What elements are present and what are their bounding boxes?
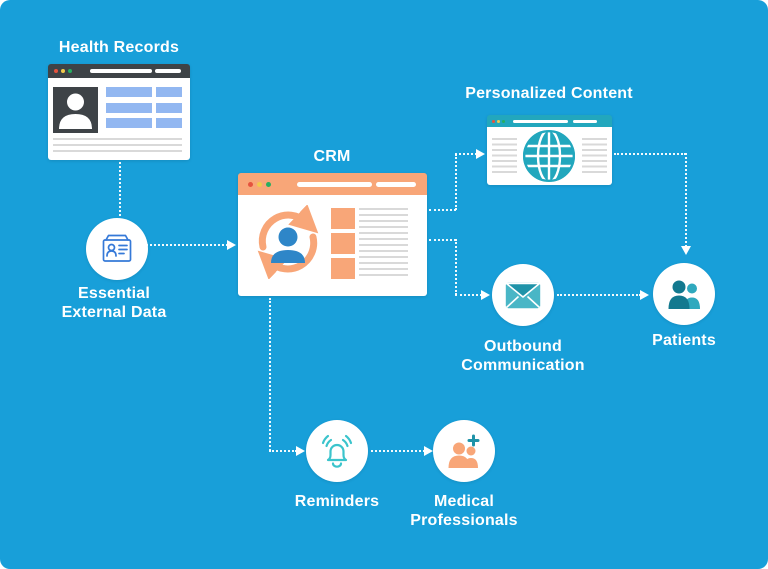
health-records-titlebar xyxy=(48,64,190,78)
personalized-content-window xyxy=(487,115,612,185)
globe-icon xyxy=(523,128,575,184)
crm-menu-block xyxy=(331,258,355,279)
record-field xyxy=(106,118,152,128)
outbound-communication-node xyxy=(492,264,554,326)
address-bar-segment xyxy=(155,69,181,73)
crm-titlebar xyxy=(238,173,427,195)
window-dot-yellow-icon xyxy=(497,119,500,123)
record-field xyxy=(156,118,182,128)
crm-menu-block xyxy=(331,208,355,229)
ringing-bell-icon xyxy=(321,434,353,468)
address-bar xyxy=(297,182,372,187)
essential-external-data-label: Essential External Data xyxy=(61,285,167,321)
window-dot-red-icon xyxy=(492,119,495,123)
patients-node xyxy=(653,263,715,325)
sync-user-icon xyxy=(257,205,319,279)
record-field xyxy=(106,87,152,97)
record-field xyxy=(156,103,182,113)
health-records-window xyxy=(48,64,190,160)
address-bar-segment xyxy=(573,119,597,123)
window-dot-green-icon xyxy=(68,69,72,73)
envelope-icon xyxy=(505,282,541,308)
essential-external-data-node xyxy=(86,218,148,280)
crm-label: CRM xyxy=(313,148,351,165)
reminders-node xyxy=(306,420,368,482)
reminders-label: Reminders xyxy=(294,493,380,510)
medical-professionals-label: Medical Professionals xyxy=(410,493,518,529)
record-field xyxy=(156,87,182,97)
address-bar-segment xyxy=(376,182,416,187)
patients-label: Patients xyxy=(652,332,716,349)
address-bar xyxy=(513,119,568,123)
record-text-lines xyxy=(53,138,182,155)
personalized-content-label: Personalized Content xyxy=(465,85,633,102)
medical-professionals-node xyxy=(433,420,495,482)
crm-menu-block xyxy=(331,233,355,254)
window-dot-yellow-icon xyxy=(61,69,65,73)
window-dot-red-icon xyxy=(248,182,253,187)
outbound-communication-label: Outbound Communication xyxy=(461,338,585,374)
personalized-content-body xyxy=(487,127,612,185)
health-records-body xyxy=(48,78,190,160)
crm-body xyxy=(238,195,427,296)
window-dot-green-icon xyxy=(266,182,271,187)
window-dot-red-icon xyxy=(54,69,58,73)
crm-window xyxy=(238,173,427,296)
patient-photo-icon xyxy=(53,87,98,133)
crm-text-lines xyxy=(359,208,408,280)
record-field xyxy=(106,103,152,113)
address-bar xyxy=(90,69,152,73)
two-people-icon xyxy=(668,280,700,309)
personalized-content-titlebar xyxy=(487,115,612,127)
health-records-label: Health Records xyxy=(58,39,180,56)
id-card-icon xyxy=(102,234,132,262)
page-text-lines xyxy=(582,138,607,176)
two-people-plus-icon xyxy=(448,434,480,468)
page-text-lines xyxy=(492,138,517,176)
window-dot-yellow-icon xyxy=(257,182,262,187)
window-dot-green-icon xyxy=(502,119,505,123)
